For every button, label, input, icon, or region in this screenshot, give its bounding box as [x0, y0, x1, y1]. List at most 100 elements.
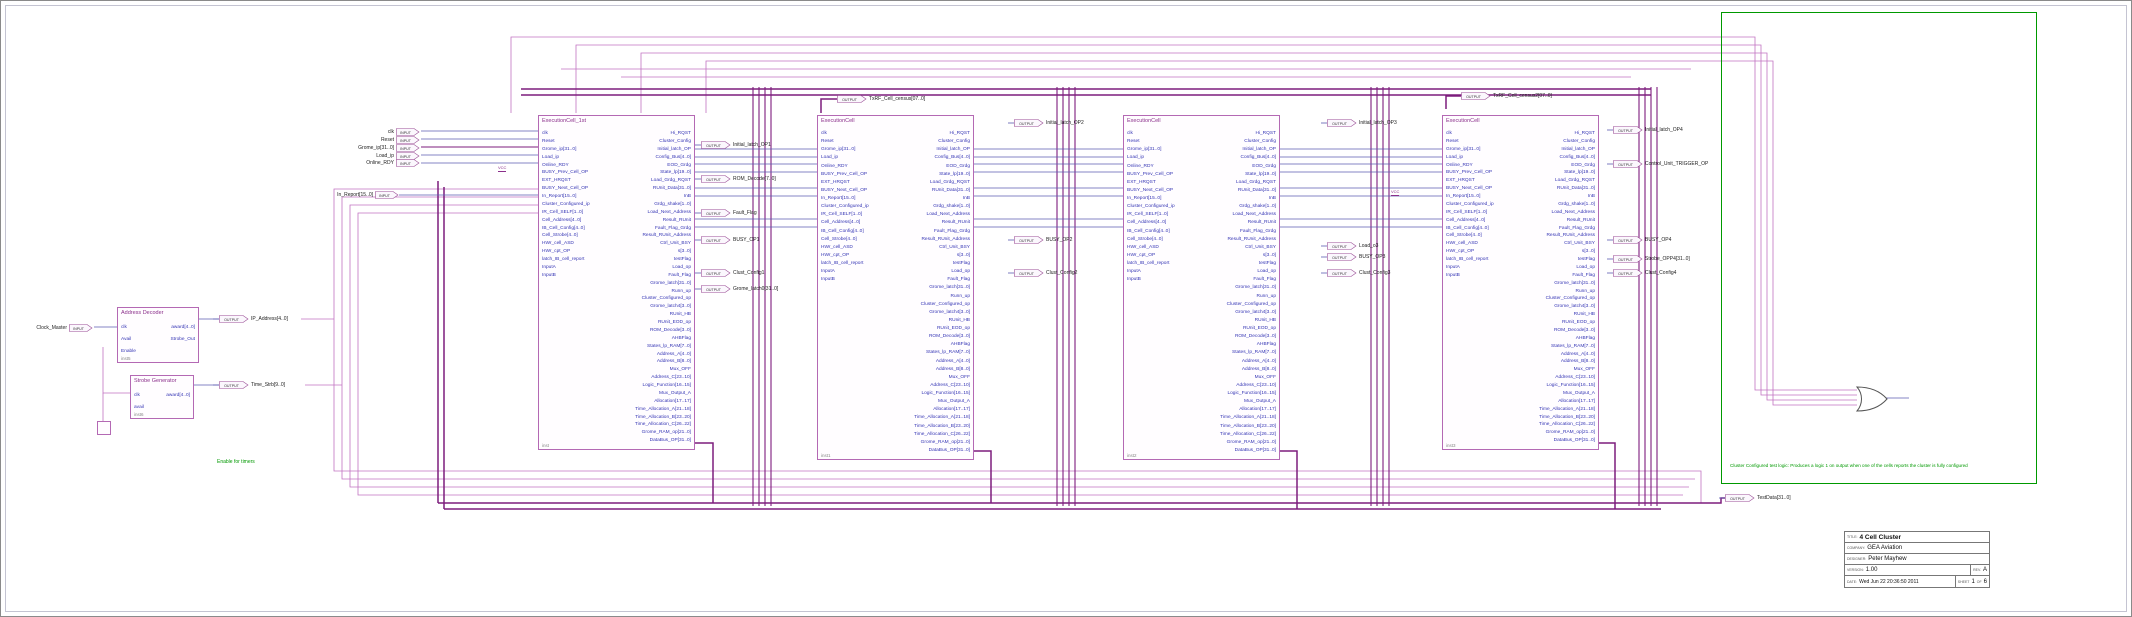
port-reset: Reset — [821, 139, 834, 145]
input-pin-flag: INPUT — [375, 191, 399, 199]
pin-label: Grome_latch0[31..0] — [733, 286, 779, 292]
output-pin-flag: OUTPUT — [701, 141, 731, 149]
port-hwr-cell-asd: HWr_cell_ASD — [1127, 244, 1159, 250]
version-row: VERSION: 1.00 REV. A — [1845, 565, 1989, 576]
port-logic-function-16-15: Logic_Function[16..15] — [1227, 391, 1276, 396]
port-hwr-cpt-op: HWr_cpt_OP — [1127, 252, 1156, 258]
port-mux-output-a: Mux_Output_A — [938, 399, 970, 405]
svg-text:INPUT: INPUT — [400, 155, 412, 159]
company-text: GEA Aviation — [1867, 545, 1903, 551]
instance-label: inst6 — [134, 412, 144, 417]
port-load-op: Load_op — [1576, 264, 1595, 270]
pin-label: Load_ip — [376, 153, 394, 159]
port-address-b-8-0: Address_B[8..0] — [1560, 359, 1595, 365]
port-address-a-4-0: Address_A[4..0] — [656, 351, 691, 357]
svg-text:OUTPUT: OUTPUT — [706, 212, 722, 216]
port-ext-hrqst: EXT_HRQST — [821, 179, 850, 185]
title-block: TITLE: 4 Cell Cluster COMPANY: GEA Aviat… — [1844, 531, 1990, 588]
block-type-label: ExecutionCell — [1446, 118, 1480, 124]
output-pin-busy-op2[interactable]: OUTPUT BUSY_OP2 — [1014, 236, 1072, 244]
title-text: 4 Cell Cluster — [1859, 533, 1902, 541]
port-clk: clk — [542, 131, 548, 136]
wire — [974, 450, 992, 503]
port-result-runit-address: Result_RUnit_Address — [1227, 236, 1276, 242]
svg-text:OUTPUT: OUTPUT — [224, 318, 240, 322]
designer-text: Peter Mayhew — [1868, 556, 1907, 562]
block-type-label: Address Decoder — [121, 310, 164, 316]
port-grome-ram-op-21-0: Grome_RAM_op[21..0] — [920, 439, 970, 445]
input-pin-in-report-15-0[interactable]: In_Report[15..0]INPUT — [327, 191, 399, 199]
port-mux-off: Mux_OFF — [1254, 374, 1276, 380]
port-address-c-23-10: Address_C[23..10] — [1555, 375, 1595, 381]
input-pin-grome-ip-31-0[interactable]: Grome_ip[31..0]INPUT — [348, 144, 420, 152]
port-initial-latch-op: Initial_latch_OP — [1561, 146, 1595, 152]
port-award-4-0: award[4..0] — [166, 393, 190, 398]
output-pin-flag: OUTPUT — [1014, 119, 1044, 127]
or-gate[interactable] — [1856, 386, 1890, 412]
port-latch-ib-cell-report: latch_IB_cell_report — [1446, 257, 1489, 262]
port-inputa: InputA — [1446, 264, 1460, 270]
svg-text:OUTPUT: OUTPUT — [1019, 239, 1035, 243]
port-enable: Enable — [121, 349, 136, 354]
port-load-grdg-rqst: Load_Grdg_RQST — [1236, 179, 1276, 185]
port-grome-latch-31-0: Grome_latch[31..0] — [1235, 285, 1276, 291]
port-address-b-8-0: Address_B[8..0] — [935, 366, 970, 372]
wire — [705, 60, 1857, 406]
port-ctrl-unit-bsy: Ctrl_Unit_BSY — [1245, 244, 1276, 250]
output-pin-flag: OUTPUT — [1725, 494, 1755, 502]
input-pin-load-ip[interactable]: Load_ip INPUT — [348, 152, 420, 160]
port-time-allocation-b-23-20: Time_Allocation_B[23..20] — [914, 423, 970, 429]
port-hwr-cell-asd: HWr_cell_ASD — [1446, 241, 1478, 247]
port-runit-hb: RUnit_HB — [1254, 317, 1276, 323]
pin-label: BUSY_OP2 — [1046, 237, 1073, 243]
port-ahbflag: AHBFlag — [1575, 335, 1595, 341]
port-time-allocation-a-21-18: Time_Allocation_A[21..18] — [1539, 406, 1595, 412]
designer-row: DESIGNER: Peter Mayhew — [1845, 554, 1989, 565]
port-inb: InB — [1268, 196, 1276, 201]
port-ctrl-unit-bsy: Ctrl_Unit_BSY — [1564, 241, 1595, 247]
date-row: DATE: Wed Jun 22 20:36:50 2011 SHEET 1 O… — [1845, 576, 1989, 587]
port-load-ip: Load_ip — [1446, 154, 1464, 160]
pin-label: Initial_latch_OP3 — [1359, 120, 1397, 126]
svg-text:OUTPUT: OUTPUT — [1332, 256, 1348, 260]
port-fault-flag-grdg: Fault_Flag_Grdg — [1559, 225, 1595, 231]
port-hwr-cpt-op: HWr_cpt_OP — [821, 252, 850, 258]
port-initial-latch-op: Initial_latch_OP — [657, 146, 691, 152]
port-result-runit-address: Result_RUnit_Address — [921, 236, 970, 242]
